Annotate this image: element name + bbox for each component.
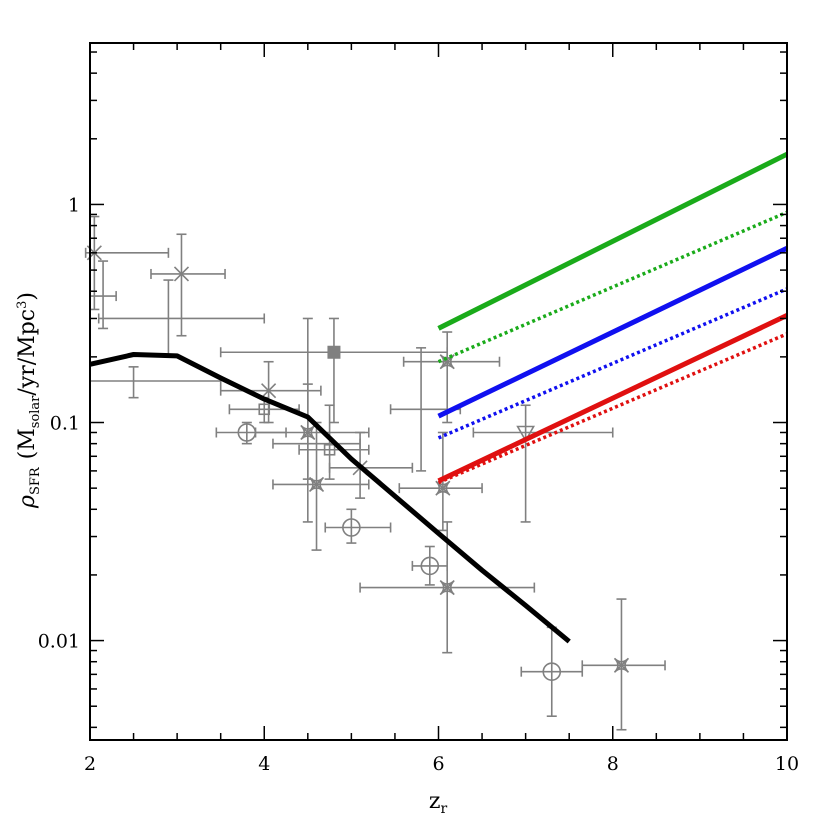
data-point-square: [298, 404, 370, 480]
x-axis-label: zr: [429, 789, 448, 817]
series-line-3: [437, 245, 789, 419]
x-tick-label: 6: [432, 753, 444, 775]
y-axis-label: ρSFR (Msolar/yr/Mpc3): [15, 292, 43, 509]
y-tick-label: 0.1: [50, 413, 80, 435]
y-tick-label: 0.01: [38, 631, 80, 653]
x-axis-label-main: z: [429, 789, 441, 814]
circle-marker: [342, 518, 361, 537]
y-label-rho-sub: SFR: [28, 466, 43, 495]
x-tick-label: 8: [607, 753, 619, 775]
triangle-marker: [516, 425, 536, 443]
series-line-5: [437, 313, 789, 484]
y-tick-label: 1: [68, 194, 80, 216]
data-point-x: [84, 215, 170, 311]
series-layer: [89, 151, 789, 644]
series-line-1: [437, 151, 789, 331]
plot-frame: [89, 42, 788, 741]
data-point-star: [581, 598, 666, 731]
y-label-open: (M: [15, 428, 40, 459]
y-label-sup: 3: [15, 301, 30, 309]
circle-marker: [420, 556, 440, 576]
observations-layer: [84, 215, 666, 731]
x-marker: [261, 383, 277, 399]
tick-labels-layer: 2 4 6 8 10 0.01 0.1 1: [38, 194, 799, 775]
y-label-rho: ρ: [15, 495, 40, 509]
star-marker: [439, 579, 455, 596]
data-point-x: [219, 360, 322, 424]
x-tick-label: 10: [775, 753, 799, 775]
filled-square-marker: [327, 345, 341, 359]
y-label-msub: solar: [28, 395, 43, 428]
y-label-mid: /yr/Mpc: [15, 309, 40, 396]
square-marker: [323, 443, 336, 456]
x-tick-label: 4: [258, 753, 270, 775]
circle-marker: [542, 662, 562, 681]
series-line-0: [89, 352, 571, 644]
x-axis-label-sub: r: [440, 801, 447, 817]
data-point-circle: [324, 508, 392, 544]
star-marker: [435, 480, 451, 496]
y-label-close: ): [15, 292, 40, 301]
data-point-plus: [97, 279, 266, 358]
x-marker: [173, 266, 190, 282]
x-tick-label: 2: [84, 753, 96, 775]
data-point-x: [150, 233, 226, 337]
